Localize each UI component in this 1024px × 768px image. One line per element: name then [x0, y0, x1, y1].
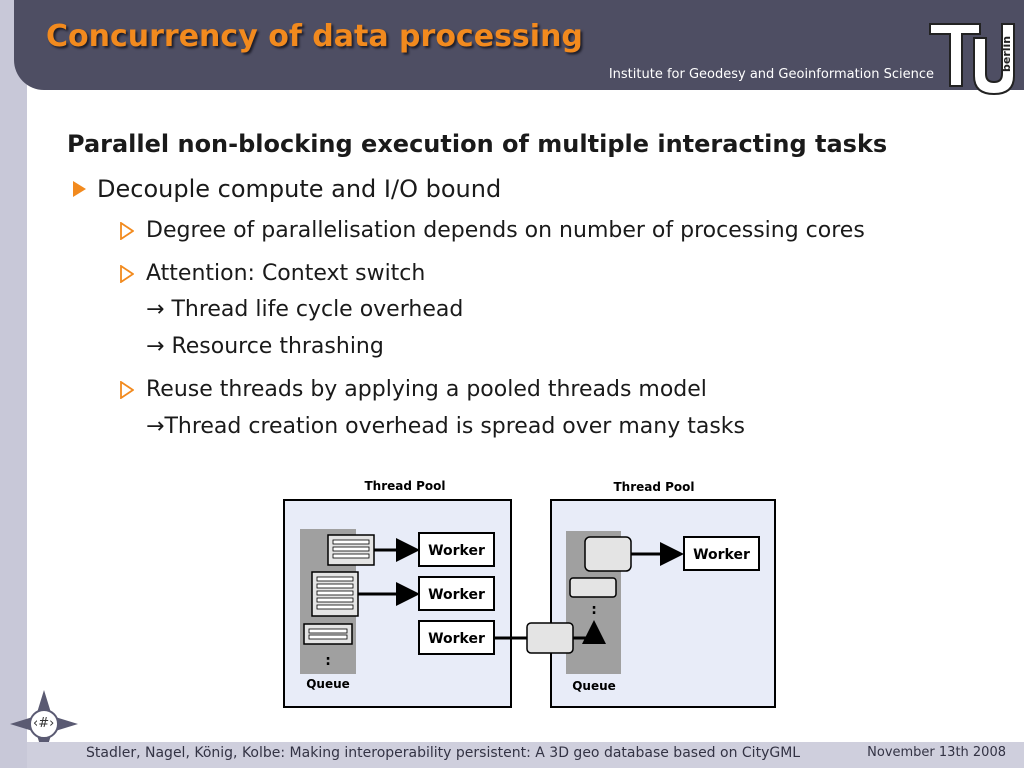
logo-lettering: berlin: [1000, 36, 1013, 72]
worker-box: [683, 536, 760, 571]
footer-citation: Stadler, Nagel, König, Kolbe: Making int…: [86, 745, 801, 761]
queue-dots: :: [325, 653, 331, 669]
bullet-level2: Reuse threads by applying a pooled threa…: [146, 377, 707, 402]
section-heading: Parallel non-blocking execution of multi…: [67, 130, 888, 158]
pool-left-title: Thread Pool: [364, 479, 445, 493]
slide-header: [14, 0, 1024, 90]
arrow-icon: →: [146, 334, 165, 359]
task-item: [584, 536, 632, 572]
worker-label: Worker: [428, 587, 485, 603]
task-item: [526, 622, 574, 654]
left-sidebar-strip: [0, 0, 27, 768]
pool-right-title: Thread Pool: [613, 480, 694, 494]
bullet-open-triangle-icon: [120, 381, 134, 399]
worker-label: Worker: [428, 543, 485, 559]
bullet-filled-triangle-icon: [73, 181, 86, 197]
task-item: [303, 623, 353, 645]
queue-dots: :: [591, 602, 597, 618]
footer-bar: [27, 742, 1024, 768]
task-item: [327, 534, 375, 566]
worker-label: Worker: [428, 631, 485, 647]
arrow-line-text: Thread life cycle overhead: [171, 297, 464, 322]
institute-name: Institute for Geodesy and Geoinformation…: [608, 67, 934, 82]
slide-number-placeholder: ‹#›: [33, 716, 55, 731]
queue-label: Queue: [306, 677, 350, 691]
arrow-line: →Thread creation overhead is spread over…: [146, 414, 745, 439]
queue-label: Queue: [572, 679, 616, 693]
arrow-line: → Resource thrashing: [146, 334, 384, 359]
task-item: [569, 577, 617, 598]
worker-box: [418, 576, 495, 611]
bullet-level2: Degree of parallelisation depends on num…: [146, 218, 865, 243]
navigation-compass-icon[interactable]: [8, 688, 80, 760]
return-arrow: [573, 620, 606, 644]
arrow-line-text: Thread creation overhead is spread over …: [164, 414, 745, 439]
arrow-line: → Thread life cycle overhead: [146, 297, 463, 322]
bullet-level2: Attention: Context switch: [146, 261, 426, 286]
worker-box: [418, 620, 495, 655]
tu-berlin-logo: berlin: [929, 23, 1015, 96]
task-item: [311, 571, 359, 617]
slide-title: Concurrency of data processing: [46, 19, 583, 54]
footer-date: November 13th 2008: [867, 745, 1006, 760]
arrow-icon: →: [146, 414, 165, 439]
bullet-level1: Decouple compute and I/O bound: [97, 175, 502, 203]
bullet-open-triangle-icon: [120, 222, 134, 240]
worker-box: [418, 532, 495, 567]
arrow-icon: →: [146, 297, 165, 322]
bullet-open-triangle-icon: [120, 265, 134, 283]
thread-pool-diagram: Thread Pool : Queue Worker Worker Worker…: [283, 479, 776, 708]
arrow-line-text: Resource thrashing: [171, 334, 384, 359]
worker-label: Worker: [693, 547, 750, 563]
